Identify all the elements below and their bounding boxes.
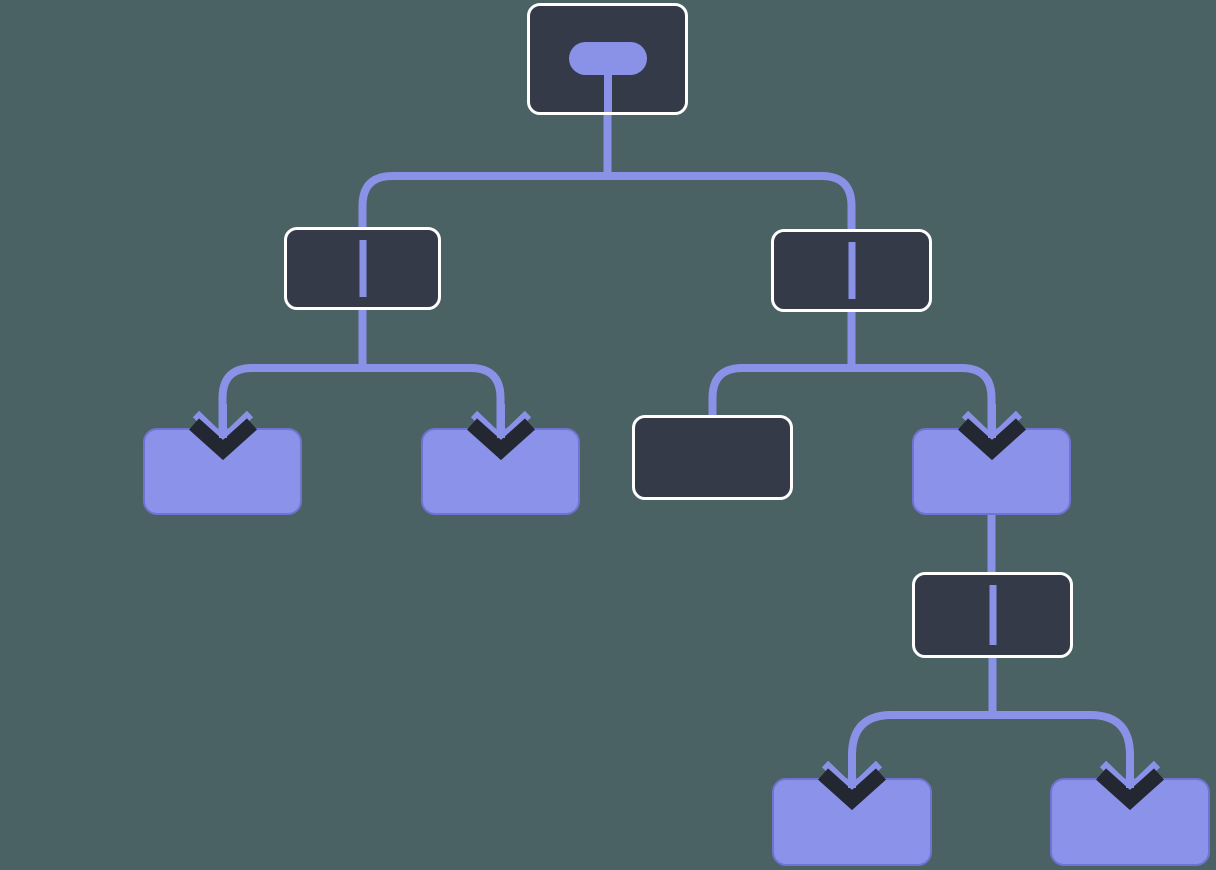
- root-pill-stem: [603, 72, 612, 112]
- arrow-down-icon: [188, 404, 257, 461]
- connector-path: [218, 364, 505, 434]
- node-inner-line: [848, 242, 855, 299]
- connector-path: [358, 172, 856, 235]
- node-root[interactable]: [527, 3, 688, 115]
- connector-path: [848, 711, 1134, 784]
- arrow-down-icon: [817, 754, 887, 811]
- node-dark-leaf[interactable]: [632, 415, 793, 500]
- arrow-down-icon: [957, 404, 1026, 461]
- node-inner-line: [989, 585, 996, 645]
- arrow-down-icon: [466, 404, 535, 461]
- node-inner-line: [359, 240, 366, 297]
- node-branch-left[interactable]: [284, 227, 441, 310]
- root-pill-icon: [568, 42, 647, 75]
- node-branch-bottom[interactable]: [912, 572, 1073, 658]
- node-branch-right[interactable]: [771, 229, 932, 312]
- arrow-down-icon: [1095, 754, 1165, 811]
- connector-path: [708, 364, 996, 434]
